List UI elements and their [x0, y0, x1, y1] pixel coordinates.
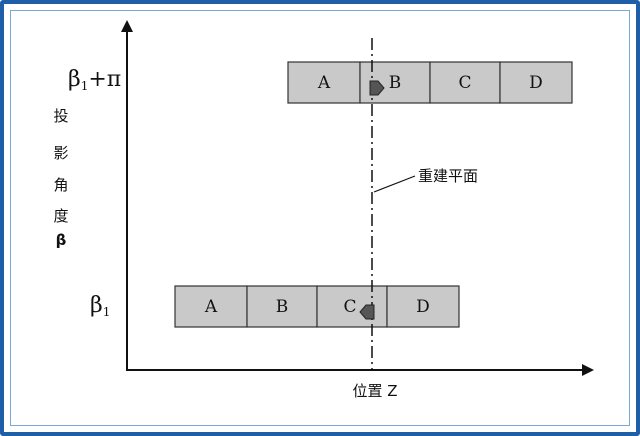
y-axis-label-char-5: β	[56, 231, 67, 249]
y-axis-label-char-4: 度	[53, 207, 68, 225]
bottom-seg-a-label: A	[204, 297, 218, 317]
frame-inner-border	[10, 10, 630, 426]
bottom-seg-b	[246, 285, 318, 328]
tick-bottom-sub: 1	[103, 305, 111, 319]
top-plane-arrow-icon	[369, 80, 385, 96]
tick-beta1: β1	[90, 293, 110, 319]
bottom-row: A B C D	[174, 285, 460, 328]
top-seg-a-label: A	[317, 73, 331, 93]
tick-top-main: β	[68, 67, 81, 92]
y-axis-label-char-3: 角	[53, 176, 68, 194]
bottom-plane-arrow-icon	[359, 304, 375, 320]
bottom-seg-d-label: D	[416, 297, 430, 317]
top-seg-b-label: B	[389, 73, 402, 93]
top-row: A B C D	[287, 61, 573, 104]
bottom-seg-c-label: C	[343, 297, 356, 317]
plane-callout-line	[373, 175, 416, 193]
y-axis-label-char-2: 影	[53, 144, 68, 162]
y-axis-label-char-1: 投	[53, 107, 68, 125]
bottom-seg-b-label: B	[276, 297, 289, 317]
tick-beta1-plus-pi: β1+π	[68, 67, 121, 93]
reconstruction-plane-label: 重建平面	[418, 167, 478, 185]
bottom-seg-c	[316, 285, 388, 328]
top-seg-d-label: D	[529, 73, 543, 93]
top-seg-c	[429, 61, 501, 104]
tick-top-sub: 1	[81, 79, 89, 93]
x-axis-label: 位置 Z	[352, 382, 397, 400]
top-seg-c-label: C	[458, 73, 471, 93]
bottom-seg-d	[386, 285, 460, 328]
bottom-seg-a	[174, 285, 248, 328]
tick-top-tail: +π	[88, 67, 121, 92]
top-seg-d	[499, 61, 573, 104]
tick-bottom-main: β	[90, 293, 103, 318]
